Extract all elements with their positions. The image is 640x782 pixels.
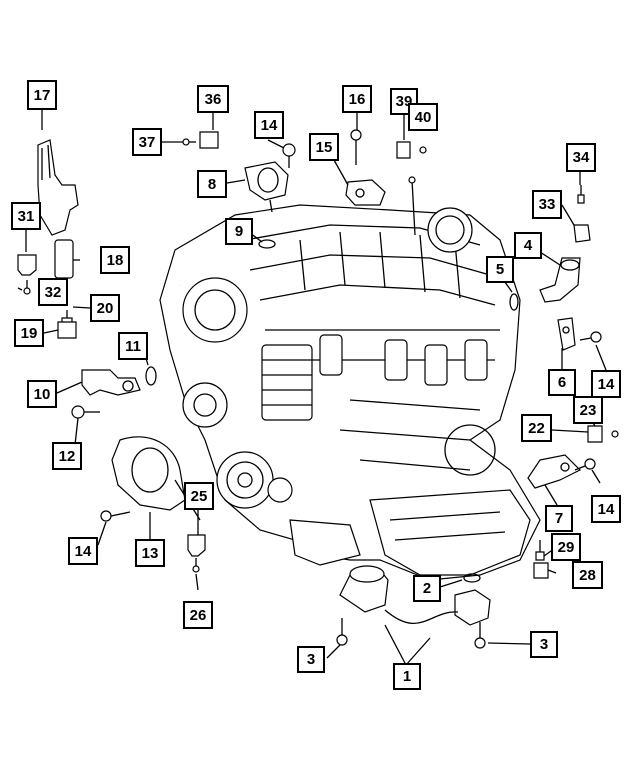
part-36-plug [199,131,219,149]
part-28-connector [533,562,549,579]
callout-7: 7 [545,505,573,532]
part-dipstick [408,176,416,236]
callout-29: 29 [551,533,581,561]
part-10-cam-sensor [81,369,141,396]
callout-14-right-b: 14 [591,495,621,523]
callout-32: 32 [38,278,68,306]
part-5-oring [509,293,519,311]
callout-2: 2 [413,575,441,602]
part-12-bolt [71,405,100,419]
part-40-clip [419,146,427,154]
callout-17: 17 [27,80,57,110]
part-23-plug [587,425,619,443]
callout-5: 5 [486,256,514,283]
callout-34: 34 [566,143,596,172]
part-15-bracket [345,179,386,206]
callout-8: 8 [197,170,227,198]
part-1-sensor-pair [339,565,491,626]
part-25-plug [187,534,206,573]
callout-1: 1 [393,663,421,690]
part-14-bolt-right-a [579,331,602,343]
part-19-connector [57,321,77,339]
callout-14-right-a: 14 [591,370,621,398]
part-14-bolt-left [100,510,131,522]
part-31-plug [17,254,37,295]
part-8-sensor [244,161,289,213]
callout-20: 20 [90,294,120,322]
callout-36: 36 [197,85,229,113]
callout-16: 16 [342,85,372,113]
part-3-bolt-left [336,618,348,646]
callout-22: 22 [521,414,552,442]
callout-23: 23 [573,396,603,424]
callout-10: 10 [27,380,57,408]
part-9-washer [258,239,276,249]
callout-13: 13 [135,539,165,567]
callout-14-top: 14 [254,111,284,139]
callout-28: 28 [572,561,603,589]
part-29-clip [535,540,545,561]
part-11-oring [145,366,157,386]
callout-33: 33 [532,190,562,219]
callout-15: 15 [309,133,339,161]
callout-3-right: 3 [530,631,558,658]
part-14-bolt-top [282,143,296,168]
callout-4: 4 [514,232,542,259]
part-34-clip [577,185,585,204]
engine-block [159,204,541,581]
part-4-sensor [539,257,581,303]
part-14-bolt-right-b [574,458,596,471]
callout-14-left: 14 [68,537,98,565]
part-39-connector [396,141,411,159]
part-2-washer [463,573,481,583]
callout-37: 37 [132,128,162,156]
part-16-bolt [350,129,362,165]
callout-25: 25 [184,482,214,510]
part-33-connector [573,224,591,243]
callout-18: 18 [100,246,130,274]
callout-40: 40 [408,103,438,131]
part-17-sensor-harness [37,139,79,236]
callout-31: 31 [11,202,41,230]
callout-12: 12 [52,442,82,470]
part-18-sleeve [54,239,74,279]
part-37-clip [182,138,196,146]
callout-9: 9 [225,218,253,245]
callout-19: 19 [14,319,44,347]
callout-26: 26 [183,601,213,629]
callout-3-left: 3 [297,646,325,673]
callout-6: 6 [548,369,576,396]
part-3-bolt-right [474,622,486,649]
callout-11: 11 [118,332,148,360]
part-7-crank-sensor [527,454,582,489]
part-6-bracket [557,317,576,351]
